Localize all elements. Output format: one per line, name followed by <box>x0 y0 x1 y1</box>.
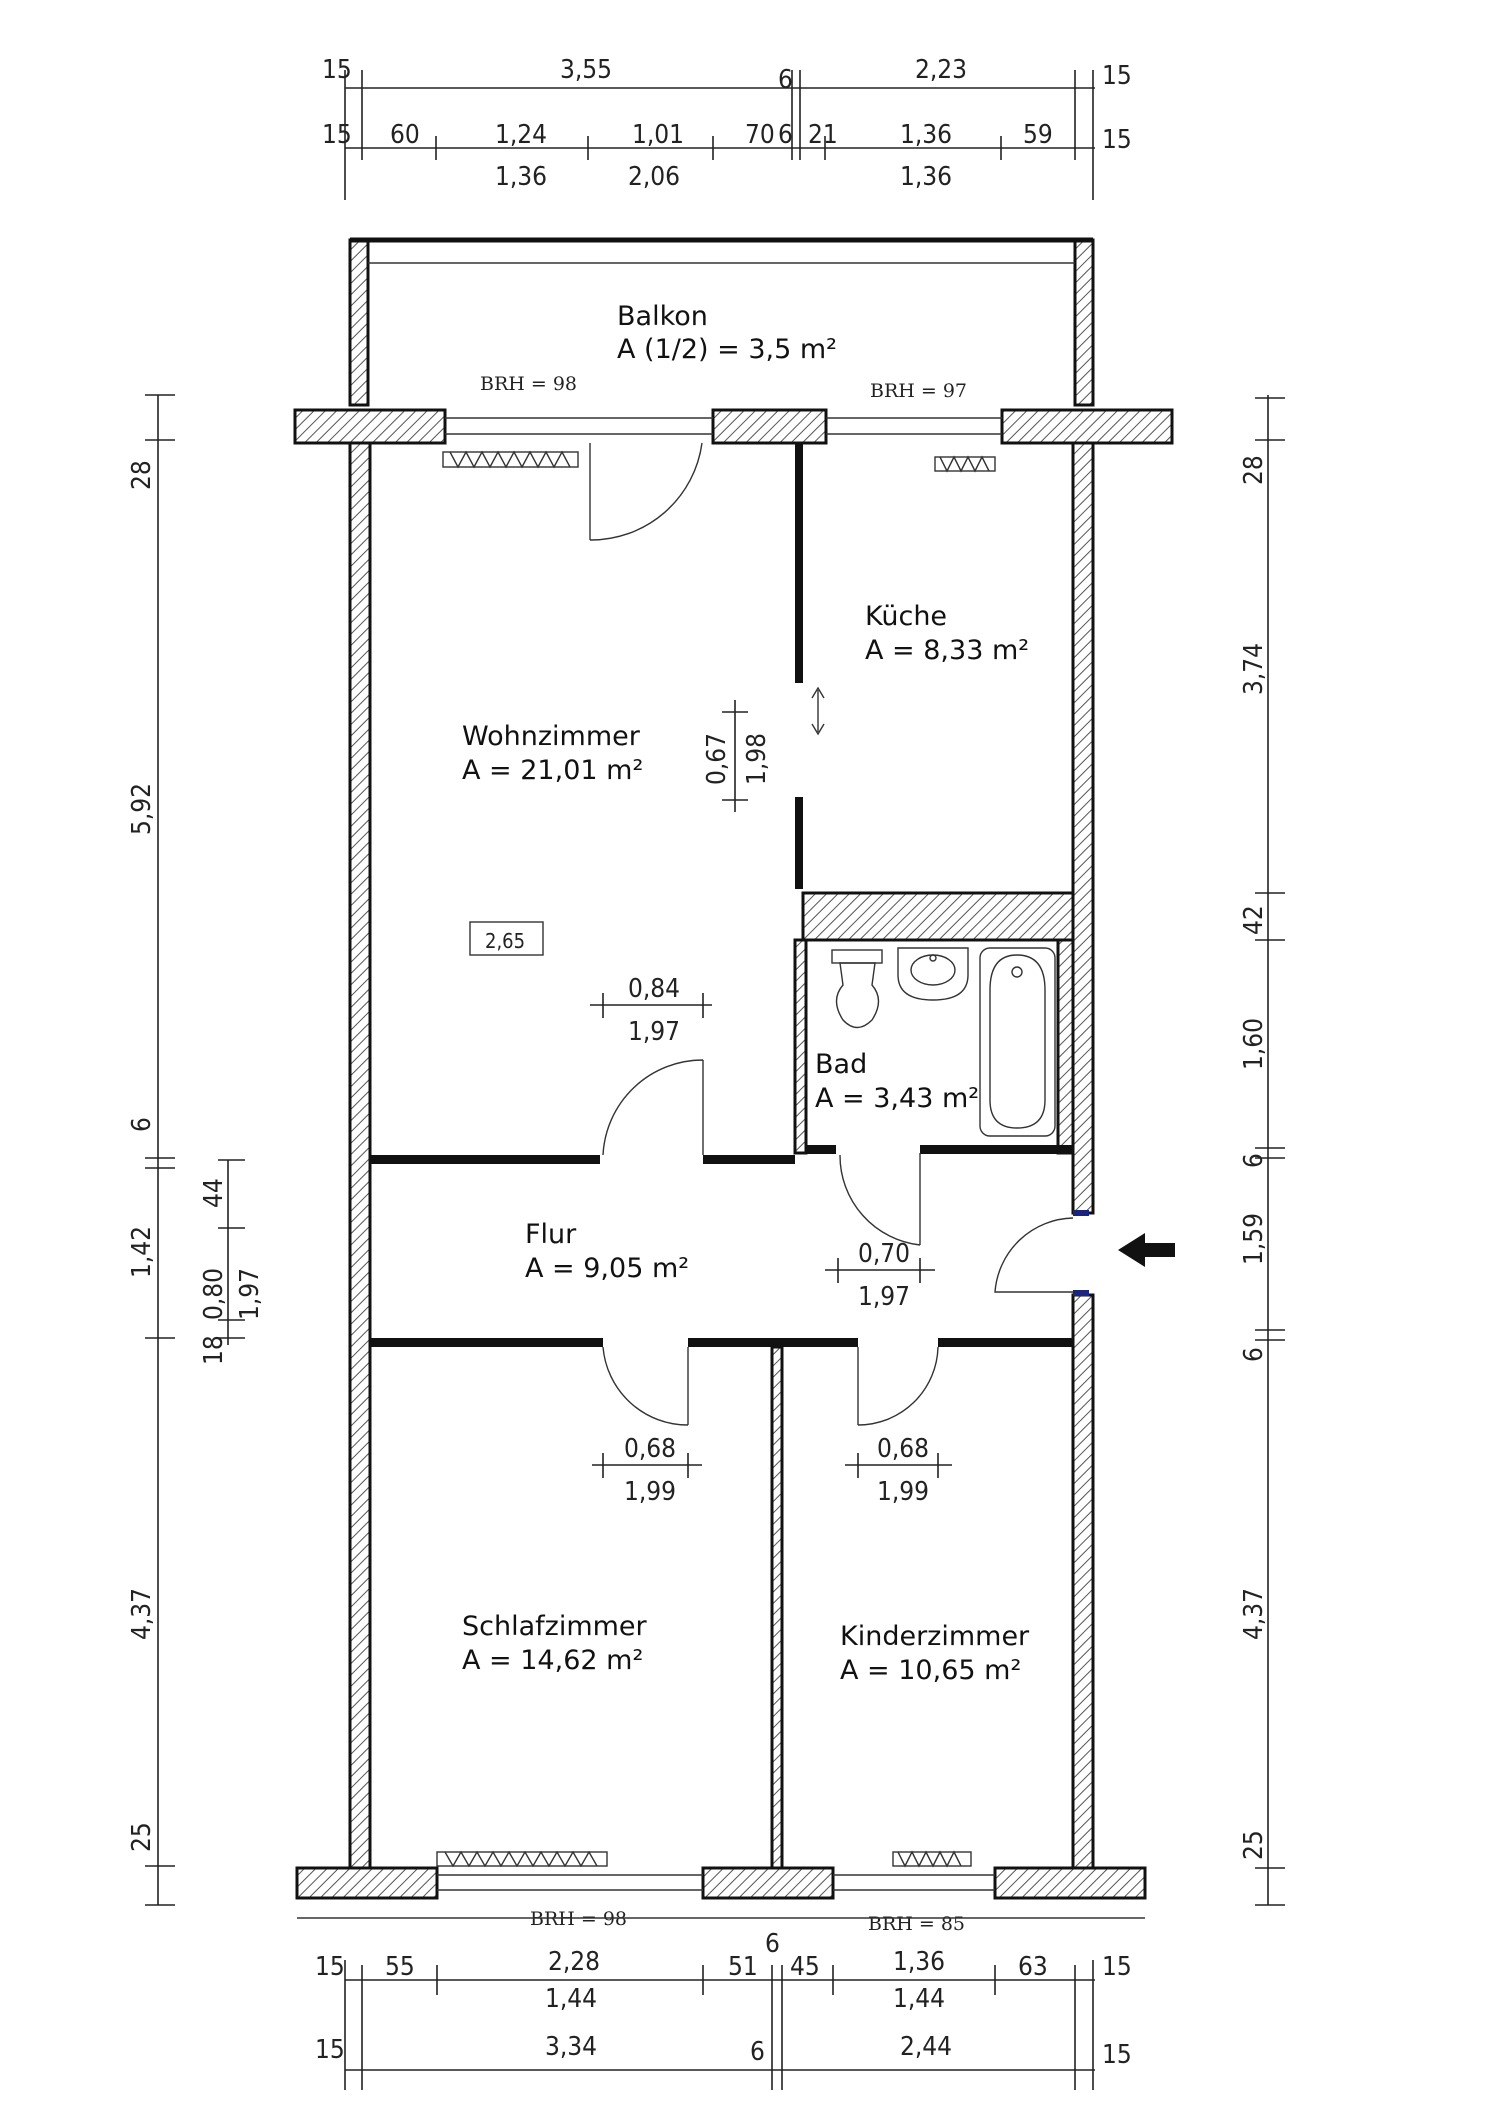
wohnzimmer-name: Wohnzimmer <box>462 721 641 752</box>
top-dim-2-3: 1,01 <box>632 120 684 150</box>
kinderzimmer-name: Kinderzimmer <box>840 1621 1030 1652</box>
right-dim-0: 28 <box>1239 455 1269 485</box>
right-dim-2: 42 <box>1239 905 1269 935</box>
ceiling-height: 2,65 <box>485 929 525 953</box>
schlafzimmer-area: A = 14,62 m² <box>462 1645 643 1676</box>
left-dim-6: 18 <box>199 1335 229 1365</box>
kid-door-h: 1,99 <box>877 1477 929 1507</box>
opening-dimensions: 0,67 1,98 0,84 1,97 0,70 1,97 0,68 1,99 … <box>590 700 952 1507</box>
left-dimension-chain: 28 5,92 6 1,42 25 4,37 18 0,80 1,97 44 <box>127 394 265 1906</box>
bottom-dim-1-7: 63 <box>1018 1952 1048 1982</box>
bottom-dimension-chains: 15 55 2,28 51 6 45 1,36 63 15 1,44 1,44 … <box>297 1917 1145 2090</box>
right-dim-4: 6 <box>1239 1153 1269 1168</box>
top-dim-2-4: 70 <box>745 120 775 150</box>
left-dim-0: 28 <box>127 460 157 490</box>
schlafzimmer-name: Schlafzimmer <box>462 1611 648 1642</box>
top-dim-1-3: 2,23 <box>915 55 967 85</box>
top-dim-sub-1: 2,06 <box>628 162 680 192</box>
bed-door-h: 1,99 <box>624 1477 676 1507</box>
bottom-dim-1-8: 15 <box>1102 1952 1132 1982</box>
left-dim-1: 5,92 <box>127 783 157 835</box>
bed-door-w: 0,68 <box>624 1434 676 1464</box>
doors <box>589 442 1074 1426</box>
right-dim-1: 3,74 <box>1239 643 1269 695</box>
bathtub-icon <box>979 947 1056 1137</box>
top-dim-1-2: 6 <box>778 65 793 95</box>
right-dim-6: 6 <box>1239 1347 1269 1362</box>
toilet-icon <box>831 949 883 1029</box>
bottom-dim-2-4: 15 <box>1102 2040 1132 2070</box>
top-dim-2-8: 59 <box>1023 120 1053 150</box>
bottom-dim-2-2: 6 <box>750 2037 765 2067</box>
wohnzimmer-area: A = 21,01 m² <box>462 755 643 786</box>
top-dim-2-9: 15 <box>1102 125 1132 155</box>
top-dim-2-6: 21 <box>808 120 838 150</box>
bottom-dim-sub-1: 1,44 <box>893 1984 945 2014</box>
ceiling-height-box <box>469 921 544 956</box>
right-dim-8: 25 <box>1239 1830 1269 1860</box>
bottom-dim-2-3: 2,44 <box>900 2032 952 2062</box>
top-dim-2-2: 1,24 <box>495 120 547 150</box>
bottom-dim-1-0: 15 <box>315 1952 345 1982</box>
left-dim-8: 1,97 <box>235 1268 265 1320</box>
top-dim-2-7: 1,36 <box>900 120 952 150</box>
bottom-dim-1-5: 45 <box>790 1952 820 1982</box>
bottom-dim-1-2: 2,28 <box>548 1947 600 1977</box>
kitchen-passage-h: 1,98 <box>742 733 772 785</box>
bottom-dim-2-1: 3,34 <box>545 2032 597 2062</box>
left-dim-2: 6 <box>127 1117 157 1132</box>
right-dim-3: 1,60 <box>1239 1018 1269 1070</box>
left-dim-7: 0,80 <box>199 1268 229 1320</box>
radiator-icon <box>436 450 996 1868</box>
brh-bottom-left: BRH = 98 <box>530 1908 627 1930</box>
bottom-dim-1-3: 51 <box>728 1952 758 1982</box>
bottom-dim-2-0: 15 <box>315 2035 345 2065</box>
kueche-name: Küche <box>865 601 947 632</box>
top-dimension-chains: 15 3,55 6 2,23 15 15 60 1,24 1,01 70 6 2… <box>322 55 1132 200</box>
bottom-dim-sub-0: 1,44 <box>545 1984 597 2014</box>
top-dim-2-1: 60 <box>390 120 420 150</box>
balkon-area: A (1/2) = 3,5 m² <box>617 334 837 365</box>
walls <box>293 237 1174 1900</box>
top-dim-2-0: 15 <box>322 120 352 150</box>
top-dim-sub-2: 1,36 <box>900 162 952 192</box>
bath-door-w: 0,70 <box>858 1239 910 1269</box>
flur-area: A = 9,05 m² <box>525 1253 689 1284</box>
top-dim-1-1: 3,55 <box>560 55 612 85</box>
kueche-area: A = 8,33 m² <box>865 635 1029 666</box>
bath-door-h: 1,97 <box>858 1282 910 1312</box>
brh-bottom-right: BRH = 85 <box>868 1913 965 1935</box>
bottom-dim-1-4: 6 <box>765 1929 780 1959</box>
bottom-dim-1-1: 55 <box>385 1952 415 1982</box>
left-dim-5: 4,37 <box>127 1588 157 1640</box>
entrance-arrow-icon <box>1118 1233 1175 1267</box>
top-dim-2-5: 6 <box>778 120 793 150</box>
bad-area: A = 3,43 m² <box>815 1083 979 1114</box>
living-door-w: 0,84 <box>628 974 680 1004</box>
balkon-name: Balkon <box>617 301 708 332</box>
kid-door-w: 0,68 <box>877 1434 929 1464</box>
right-dim-7: 4,37 <box>1239 1588 1269 1640</box>
right-dimension-chain: 28 3,74 42 1,60 6 1,59 6 4,37 25 <box>1239 395 1285 1906</box>
left-dim-3: 1,42 <box>127 1226 157 1278</box>
left-dim-4: 25 <box>127 1822 157 1852</box>
brh-top-right: BRH = 97 <box>870 380 967 402</box>
kitchen-passage-w: 0,67 <box>702 733 732 785</box>
washbasin-icon <box>897 947 969 1001</box>
top-dim-1-4: 15 <box>1102 61 1132 91</box>
bad-name: Bad <box>815 1049 867 1080</box>
sliding-door-arrow-icon <box>811 686 825 736</box>
top-dim-sub-0: 1,36 <box>495 162 547 192</box>
flur-name: Flur <box>525 1219 577 1250</box>
top-dim-1-0: 15 <box>322 55 352 85</box>
kinderzimmer-area: A = 10,65 m² <box>840 1655 1021 1686</box>
living-door-h: 1,97 <box>628 1017 680 1047</box>
bottom-dim-1-6: 1,36 <box>893 1947 945 1977</box>
right-dim-5: 1,59 <box>1239 1213 1269 1265</box>
room-labels: Balkon A (1/2) = 3,5 m² Küche A = 8,33 m… <box>462 301 1030 1686</box>
left-dim-9: 44 <box>199 1178 229 1208</box>
brh-top-left: BRH = 98 <box>480 373 577 395</box>
